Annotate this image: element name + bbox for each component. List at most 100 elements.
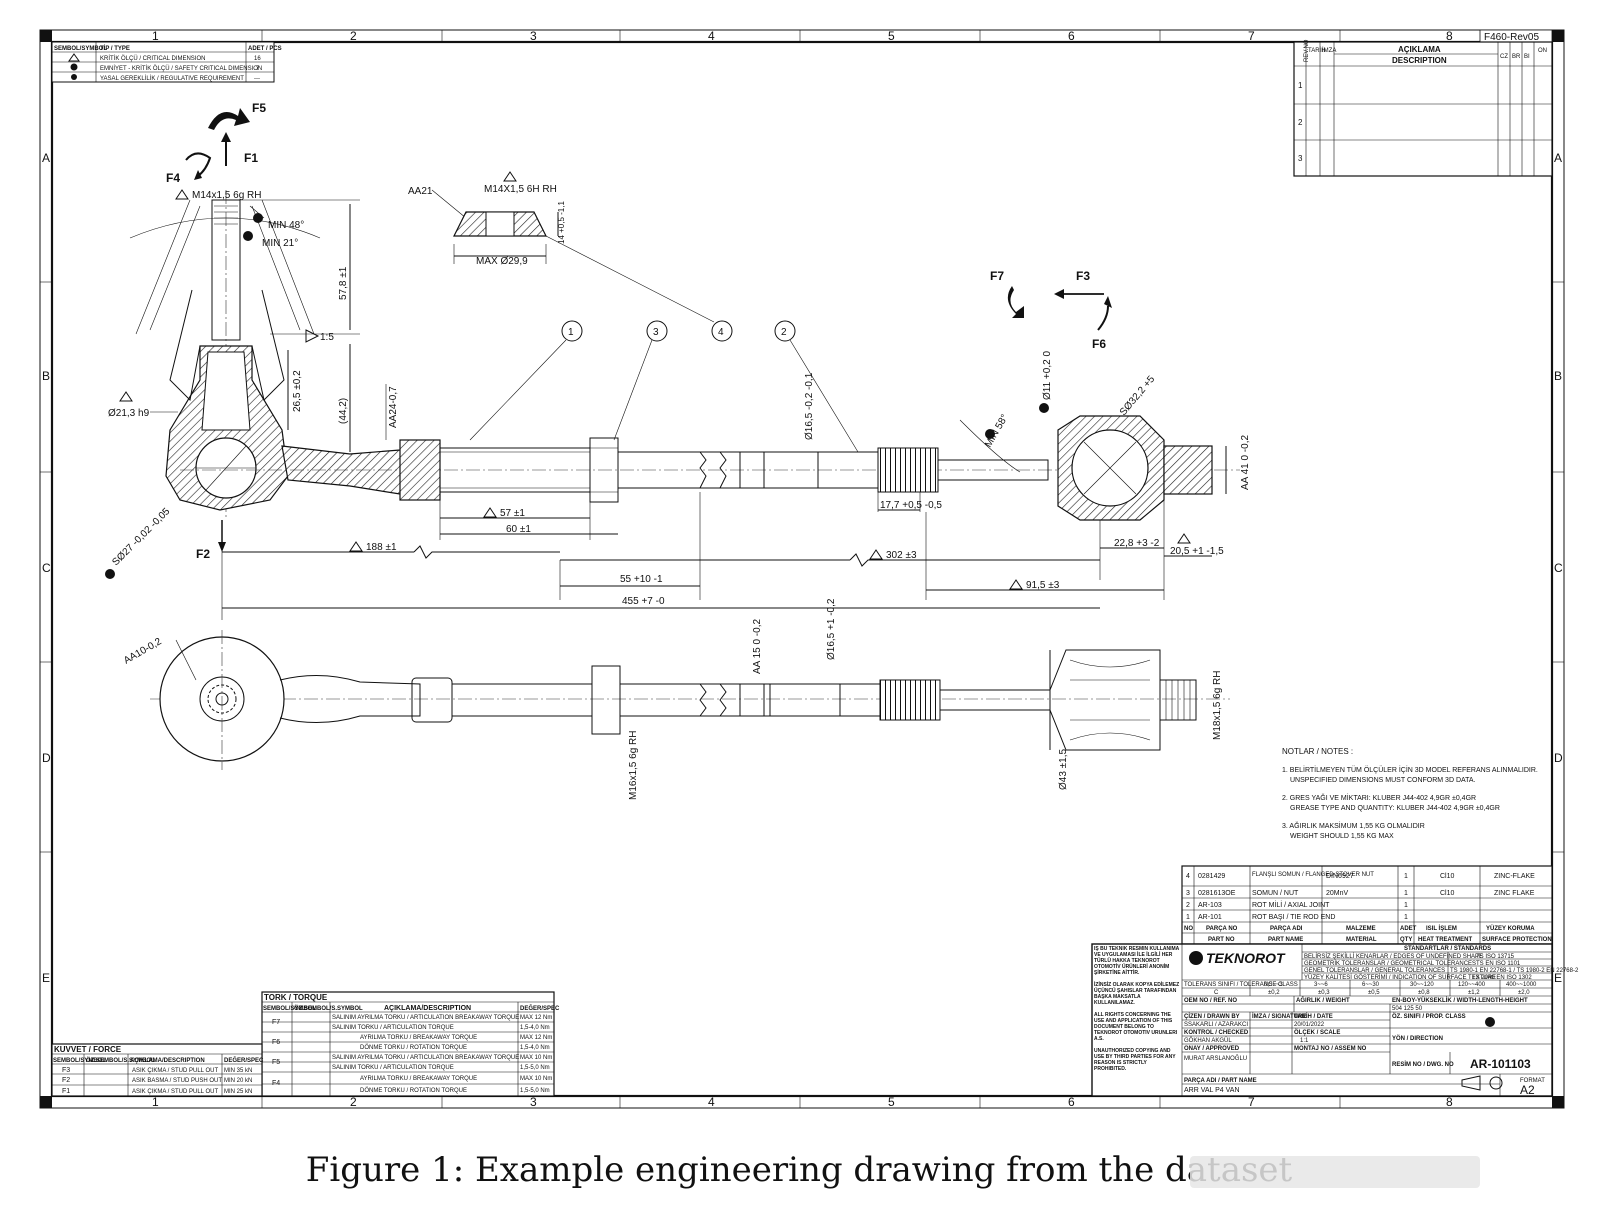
form-code: F460-Rev05 (1484, 32, 1539, 43)
balloon-1: 1 (568, 327, 574, 338)
force-f4-label: F4 (166, 171, 180, 185)
zone-col-top-5: 5 (888, 29, 895, 43)
part-4-surface: ZINC-FLAKE (1494, 873, 1535, 880)
torque-f7: F7 (272, 1019, 280, 1026)
legal-4: UNAUTHORIZED COPYING AND USE BY THIRD PA… (1094, 1048, 1176, 1072)
torque-f5: F5 (272, 1059, 280, 1066)
symbols-header-pcs: ADET / PCS (248, 46, 282, 52)
part-1-no: 1 (1186, 914, 1190, 921)
symbols-row-1-type: KRİTİK ÖLÇÜ / CRITICAL DIMENSION (100, 55, 205, 62)
torque-f7-d2: SALINIM TORKU / ARTICULATION TORQUE (332, 1025, 454, 1031)
dir-label: YÖN / DIRECTION (1392, 1035, 1443, 1042)
torque-f6-v1: MAX 12 Nm (520, 1035, 552, 1041)
tol-range-2: 3~~6 (1314, 982, 1328, 988)
dim-taper: 1:5 (320, 332, 334, 343)
force-row-3-sym: F1 (62, 1088, 70, 1095)
std-3-name: GENEL TOLERANSLAR / GENERAL TOLERANCES (1304, 968, 1445, 974)
parts-list: 4 0281429 FLANŞLI SOMUN / FLANGED STOVER… (1181, 865, 1553, 945)
zone-row-left-d: D (42, 751, 51, 765)
dim-aa15: AA 15 0 -0,2 (752, 619, 763, 674)
oem-label: OEM NO / REF. NO (1184, 998, 1237, 1004)
force-arrows-right: F7 F3 F6 (990, 269, 1112, 351)
standards-header: STANDARTLAR / STANDARDS (1404, 946, 1491, 952)
drawn-label: ÇİZEN / DRAWN BY (1184, 1013, 1240, 1020)
symbols-table: SEMBOL/SYMBOL TİP / TYPE ADET / PCS KRİT… (51, 41, 282, 83)
force-f3-arrow-icon (1054, 289, 1064, 299)
safety-icon-min21 (243, 231, 253, 241)
part-4-qty: 1 (1404, 873, 1408, 880)
torque-f6-d1: AYRILMA TORKU / BREAKAWAY TORQUE (360, 1035, 477, 1041)
zone-col-top-4: 4 (708, 29, 715, 43)
parts-e-name: PART NAME (1268, 937, 1303, 943)
symbols-row-1-pcs: 16 (254, 56, 261, 62)
force-row-2-desc: ASIK BASMA / STUD PUSH OUT (132, 1078, 222, 1084)
zone-col-bot-2: 2 (350, 1095, 357, 1109)
part-3-no: 3 (1186, 890, 1190, 897)
force-h-spec: DEĞER/SPEC (224, 1056, 264, 1064)
class-label: ÖZ. SINIFI / PROP. CLASS (1392, 1013, 1466, 1020)
part-name: ARR VAL P4 VAN (1184, 1087, 1240, 1094)
parts-h-partno: PARÇA NO (1206, 926, 1238, 932)
parts-h-qty: ADET (1400, 926, 1417, 932)
approved-by: MURAT ARSLANOĞLU (1184, 1055, 1247, 1062)
ball-joint-section: 57,8 ±1 26,5 ±0,2 (44,2) MIN 48° MIN 21°… (105, 189, 421, 579)
projection-symbol-icon (1461, 1075, 1503, 1091)
torque-h-spec: DEĞER/SPEC (520, 1004, 560, 1012)
rev-header-br: BR (1512, 54, 1521, 60)
dwg-label: RESİM NO / DWG. NO (1392, 1061, 1454, 1068)
size-value: 504 125 50 (1392, 1006, 1423, 1012)
drawn-by: SSAKARLI / AZARAKCI (1184, 1022, 1248, 1028)
safety-icon-d11 (1039, 403, 1049, 413)
rotation-f4-arrow-icon (185, 152, 212, 177)
tol-val-3: ±0,5 (1368, 990, 1380, 996)
force-f6-label: F6 (1092, 337, 1106, 351)
dim-455: 455 +7 -0 (622, 596, 665, 607)
dim-d21-3: Ø21,3 h9 (108, 408, 150, 419)
rev-header-sign: İMZA (1322, 47, 1336, 54)
rev-row-3: 3 (1298, 154, 1303, 163)
checked-label: KONTROL / CHECKED (1184, 1030, 1249, 1036)
tol-range-4: 30~~120 (1410, 982, 1434, 988)
weight-label: AĞIRLIK / WEIGHT (1296, 996, 1350, 1004)
part-2-qty: 1 (1404, 902, 1408, 909)
torque-f5-d2: SALINIM TORKU / ARTICULATION TORQUE (332, 1065, 454, 1071)
torque-f7-d1: SALINIM AYRILMA TORKU / ARTICULATION BRE… (332, 1015, 519, 1021)
balloons: 1 3 4 2 (469, 235, 859, 453)
force-row-1-desc: ASIK ÇIKMA / STUD PULL OUT (132, 1068, 218, 1074)
dim-d11: Ø11 +0,2 0 (1042, 351, 1053, 400)
tol-range-1: 0,5~~3 (1264, 982, 1283, 988)
part-4-material: DIN6927 (1326, 873, 1354, 880)
zone-col-top-1: 1 (152, 29, 159, 43)
part-2-name: ROT MİLİ / AXIAL JOINT (1252, 900, 1330, 909)
force-title: KUVVET / FORCE (54, 1045, 122, 1054)
zone-row-left-e: E (42, 971, 50, 985)
dim-302: 302 ±3 (886, 550, 917, 561)
regulative-icon (71, 74, 77, 80)
taper-icon (305, 329, 320, 343)
legal-3: ALL RIGHTS CONCERNING THE USE AND APPLIC… (1094, 1012, 1178, 1042)
zone-col-bot-5: 5 (888, 1095, 895, 1109)
torque-f4-v2: 1,5-5,0 Nm (520, 1088, 550, 1094)
dim-d16-5: Ø16,5 -0,2 -0,1 (804, 372, 815, 440)
zone-col-top-3: 3 (530, 29, 537, 43)
part-2-no: 2 (1186, 902, 1190, 909)
part-3-heat: Cl10 (1440, 890, 1455, 897)
zone-row-right-a: A (1554, 151, 1562, 165)
force-f5-label: F5 (252, 101, 266, 115)
parts-e-heat: HEAT TREATMENT (1418, 937, 1472, 943)
tol-val-2: ±0,3 (1318, 990, 1330, 996)
rev-row-2: 2 (1298, 118, 1303, 127)
std-4-code: TS 2040 EN ISO 1302 (1472, 975, 1532, 981)
format-label: FORMAT (1520, 1078, 1545, 1084)
symbols-row-2-pcs: 7 (256, 66, 260, 72)
parts-h-material: MALZEME (1346, 926, 1376, 932)
dim-60: 60 ±1 (506, 524, 531, 535)
dim-26-5: 26,5 ±0,2 (292, 370, 303, 412)
force-row-3-desc: ASIK ÇIKMA / STUD PULL OUT (132, 1089, 218, 1095)
torque-f5-v1: MAX 10 Nm (520, 1055, 552, 1061)
rotation-f6-arrow-icon (1097, 305, 1109, 331)
part-4-partno: 0281429 (1198, 873, 1225, 880)
dim-min-21: MIN 21° (262, 238, 298, 249)
dim-aa41: AA 41 0 -0,2 (1240, 435, 1251, 490)
